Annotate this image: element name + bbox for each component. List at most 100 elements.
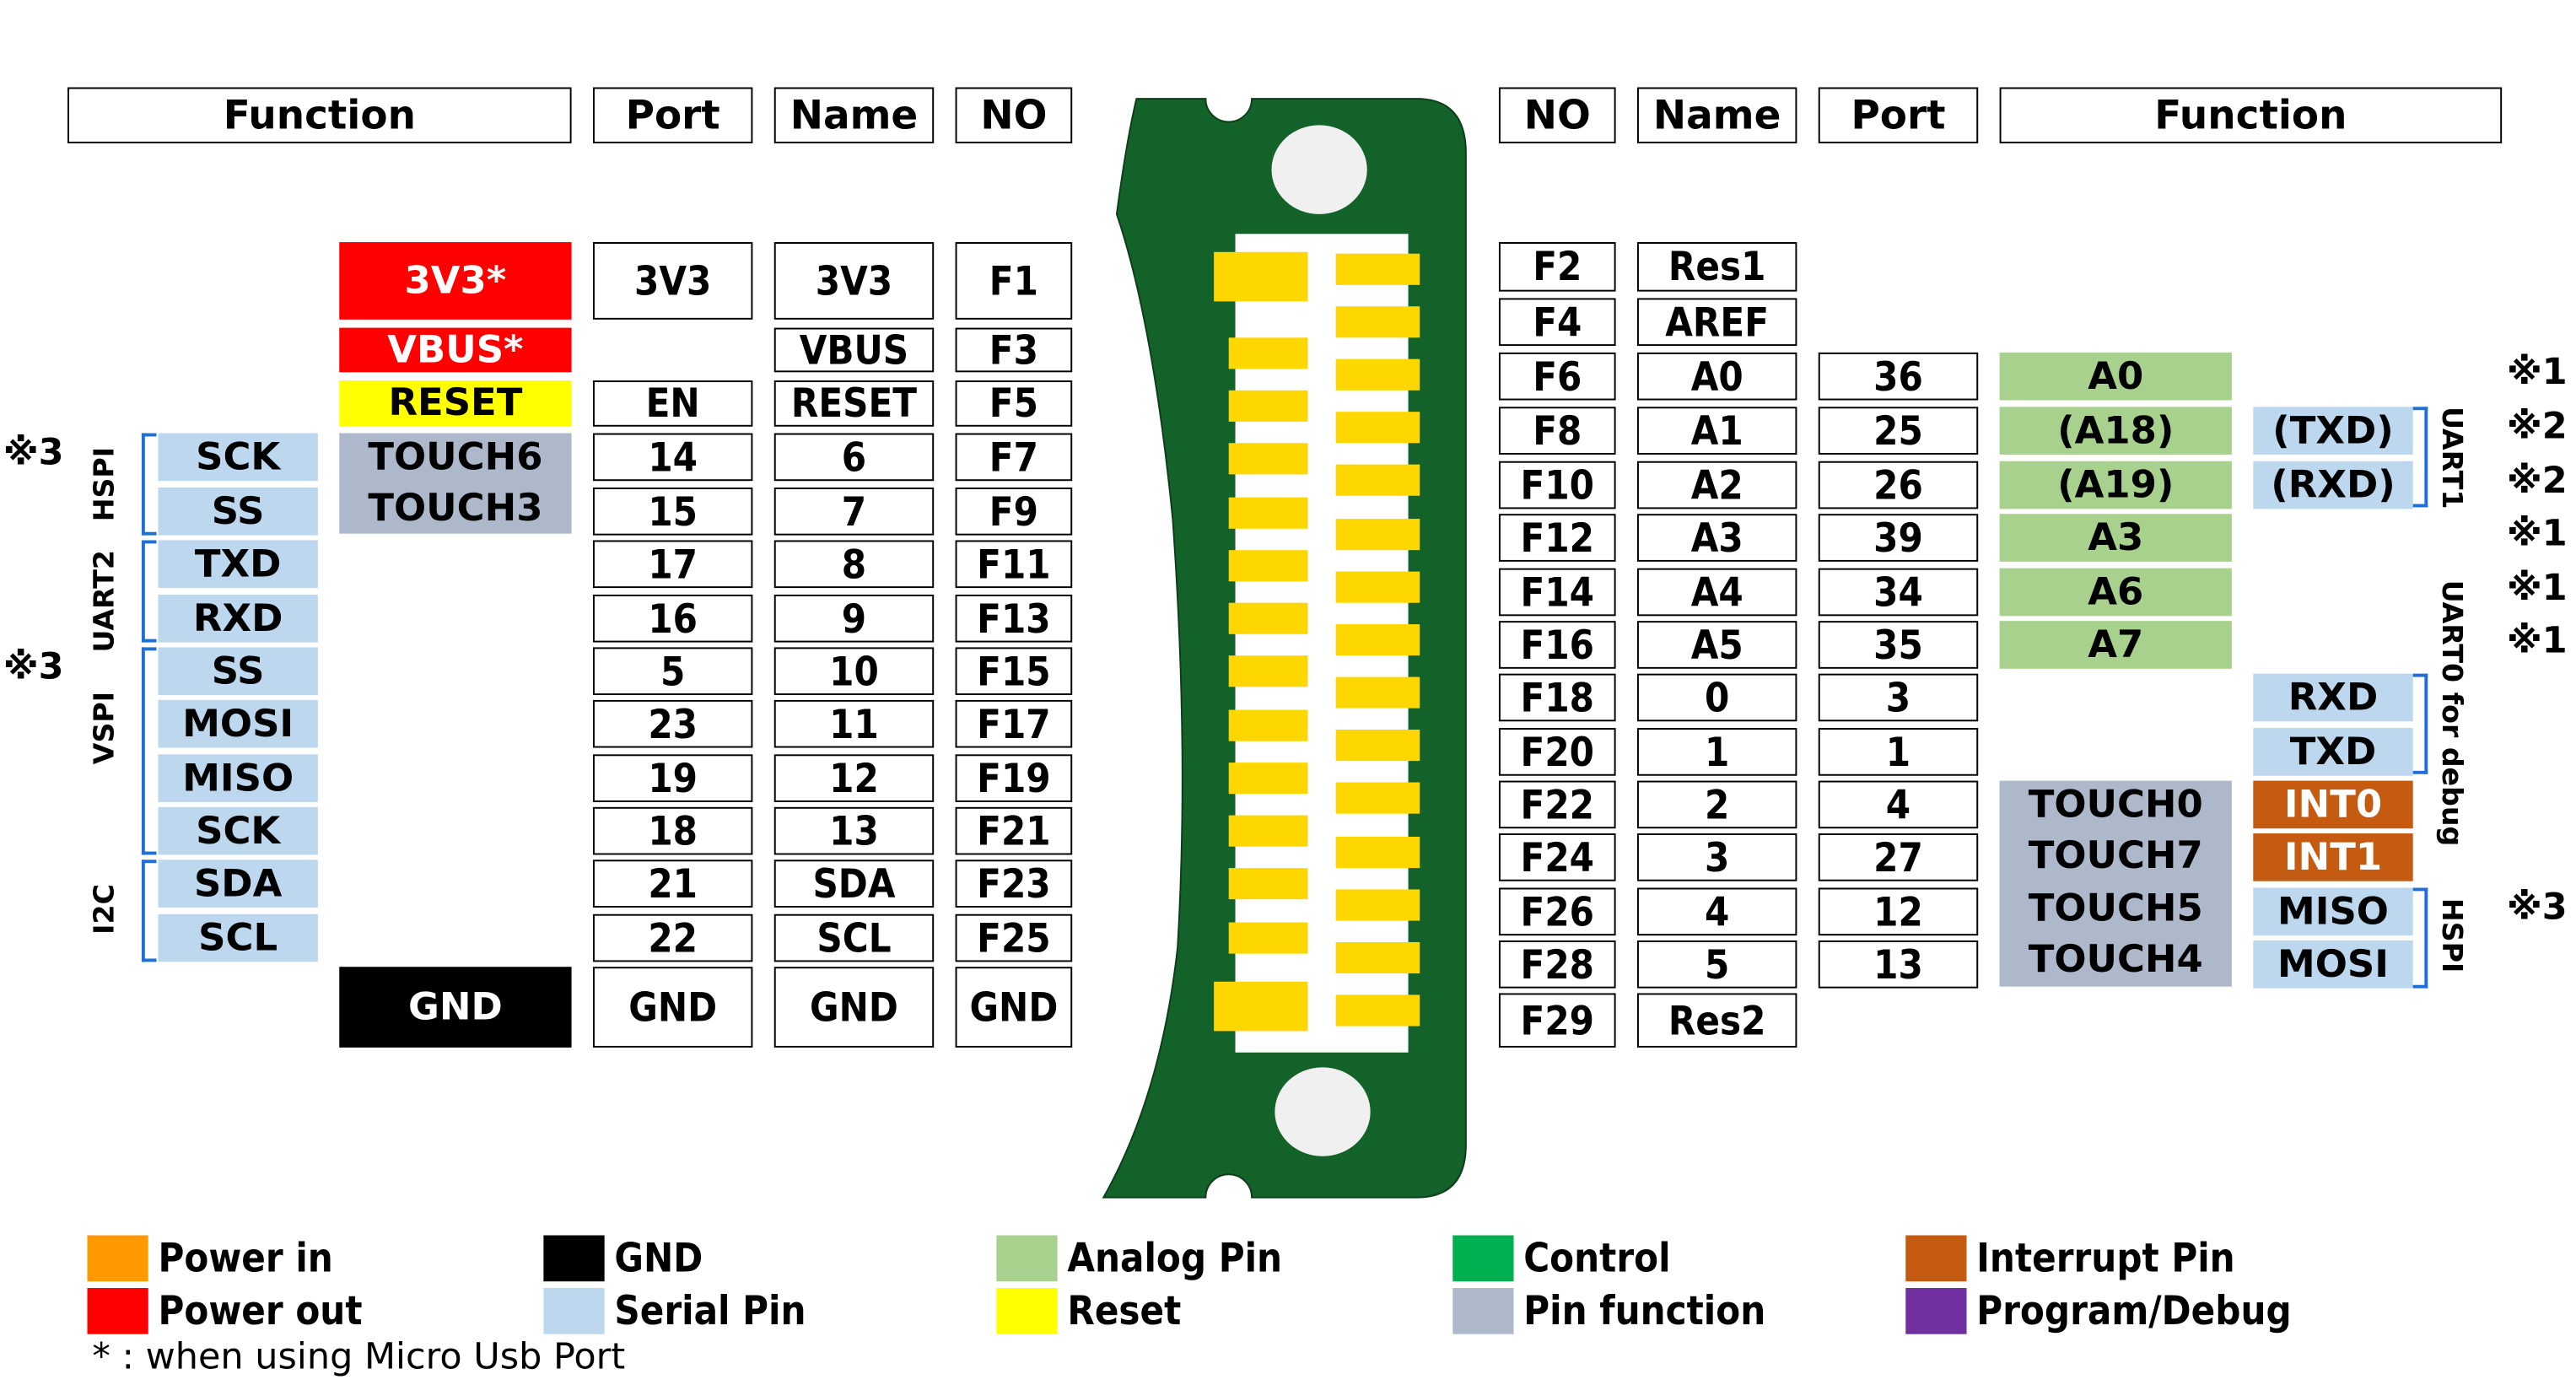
connector-pad-even — [1335, 889, 1420, 921]
left-name: 9 — [773, 594, 935, 643]
right-name: 4 — [1636, 887, 1797, 936]
connector-pad-odd — [1228, 922, 1308, 954]
right-serial: (TXD) — [2253, 407, 2413, 455]
connector-pad-odd — [1228, 763, 1308, 795]
legend-item: Program/Debug — [1905, 1288, 2292, 1334]
legend-label: Power out — [158, 1288, 363, 1334]
left-pin-function-block: TOUCH6 TOUCH3 — [339, 433, 572, 534]
right-name: 2 — [1636, 780, 1797, 829]
connector-pad-odd — [1228, 709, 1308, 741]
right-function-analog: A3 — [1999, 514, 2232, 562]
right-no: F16 — [1498, 621, 1616, 669]
connector-pad-even — [1335, 253, 1420, 285]
left-name: SDA — [773, 860, 935, 908]
left-port: 3V3 — [592, 242, 753, 320]
connector-pad-even — [1335, 782, 1420, 814]
right-port: 12 — [1818, 887, 1979, 936]
connector-pad-odd — [1214, 981, 1308, 1032]
legend-label: Analog Pin — [1067, 1235, 1283, 1282]
connector-pad-odd — [1228, 497, 1308, 529]
left-function-vbus: VBUS* — [339, 327, 572, 373]
left-name: 7 — [773, 487, 935, 536]
right-no: F20 — [1498, 728, 1616, 776]
connector-pad-odd — [1228, 390, 1308, 422]
mounting-hole-top — [1271, 125, 1367, 214]
group-label-hspi-right: HSPI — [2434, 897, 2468, 973]
right-port: 36 — [1818, 352, 1979, 401]
right-port: 27 — [1818, 833, 1979, 881]
right-footnote-mark: ※1 — [2507, 568, 2568, 610]
right-function-analog: A6 — [1999, 568, 2232, 617]
right-name: A1 — [1636, 407, 1797, 455]
left-port: 19 — [592, 754, 753, 802]
right-no: F2 — [1498, 242, 1616, 292]
legend-swatch — [996, 1235, 1058, 1282]
legend-label: Control — [1523, 1235, 1671, 1282]
right-port: 26 — [1818, 461, 1979, 509]
right-interrupt: INT1 — [2253, 833, 2413, 881]
bracket-uart1 — [2412, 407, 2428, 508]
left-serial-uart2: RXD — [158, 594, 318, 643]
right-header-no: NO — [1498, 87, 1616, 143]
legend-label: Pin function — [1523, 1288, 1766, 1334]
left-no: F17 — [955, 699, 1073, 748]
left-no: F11 — [955, 540, 1073, 589]
left-port: EN — [592, 380, 753, 427]
right-port: 3 — [1818, 673, 1979, 722]
right-name: Res2 — [1636, 993, 1797, 1048]
right-name: 3 — [1636, 833, 1797, 881]
connector-pad-even — [1335, 306, 1420, 338]
left-port: 18 — [592, 806, 753, 855]
legend-swatch — [87, 1288, 148, 1334]
right-interrupt: INT0 — [2253, 780, 2413, 829]
left-function-reset: RESET — [339, 380, 572, 427]
legend-swatch — [1452, 1288, 1514, 1334]
legend-item: Pin function — [1452, 1288, 1765, 1334]
right-name: 5 — [1636, 940, 1797, 989]
right-serial: RXD — [2253, 673, 2413, 722]
right-no: F10 — [1498, 461, 1616, 509]
group-label-hspi-left: HSPI — [89, 446, 122, 522]
right-footnote-mark: ※1 — [2507, 514, 2568, 556]
left-no: F21 — [955, 806, 1073, 855]
left-function-touch3: TOUCH3 — [368, 487, 543, 530]
connector-pad-even — [1335, 836, 1420, 869]
left-no: F1 — [955, 242, 1073, 320]
right-name: 0 — [1636, 673, 1797, 722]
legend-swatch — [543, 1288, 605, 1334]
left-port: 16 — [592, 594, 753, 643]
left-no: F15 — [955, 647, 1073, 696]
note-vspi: ※3 — [3, 647, 64, 689]
connector-pad-even — [1335, 994, 1420, 1027]
right-name: A5 — [1636, 621, 1797, 669]
connector-board-illustration — [1102, 98, 1467, 1199]
legend-label: GND — [614, 1235, 703, 1282]
left-serial-hspi: SS — [158, 487, 318, 536]
legend-swatch — [1905, 1288, 1967, 1334]
connector-pad-odd — [1228, 337, 1308, 369]
connector-pad-odd — [1228, 655, 1308, 687]
connector-pad-even — [1335, 464, 1420, 496]
left-port: 22 — [592, 913, 753, 962]
right-function-analog: A7 — [1999, 621, 2232, 669]
right-port: 34 — [1818, 568, 1979, 617]
right-footnote-mark: ※2 — [2507, 407, 2568, 449]
left-no: F7 — [955, 433, 1073, 482]
right-no: F26 — [1498, 887, 1616, 936]
legend-label: Interrupt Pin — [1976, 1235, 2235, 1282]
left-port: 21 — [592, 860, 753, 908]
legend-label: Program/Debug — [1976, 1288, 2292, 1334]
connector-pad-even — [1335, 676, 1420, 709]
legend-item: Power out — [87, 1288, 363, 1334]
connector-pad-even — [1335, 412, 1420, 444]
right-header-function: Function — [1999, 87, 2503, 143]
right-port: 13 — [1818, 940, 1979, 989]
right-footnote-mark: ※1 — [2507, 352, 2568, 394]
bracket-uart2 — [141, 540, 157, 643]
left-serial-vspi: MOSI — [158, 699, 318, 748]
legend-item: Control — [1452, 1235, 1671, 1282]
left-no: F25 — [955, 913, 1073, 962]
legend-item: Power in — [87, 1235, 333, 1282]
right-name: A2 — [1636, 461, 1797, 509]
connector-pad-odd — [1228, 602, 1308, 634]
